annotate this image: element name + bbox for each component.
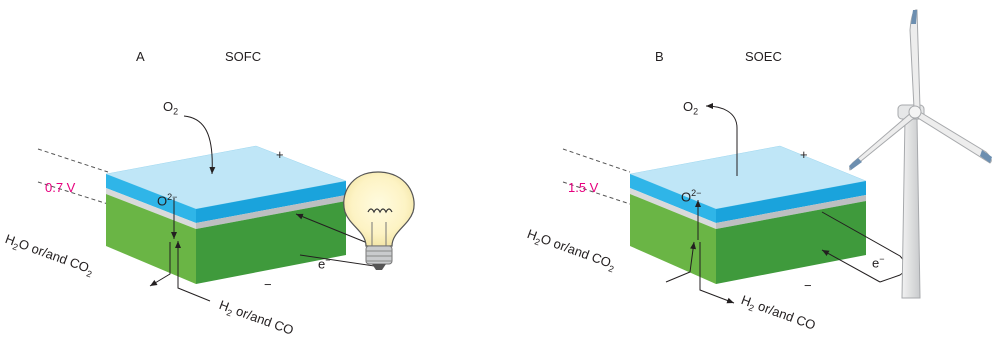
electrolyte-side-b [716, 195, 866, 229]
plus-terminal-a: + [276, 147, 284, 162]
anode-side-a [196, 201, 346, 284]
minus-terminal-a: − [264, 277, 272, 292]
panel-letter-a: A [136, 49, 145, 64]
exhaust-arrow-a [149, 242, 171, 287]
electrolyte-side-a [196, 195, 346, 229]
minus-terminal-b: − [804, 278, 812, 293]
o2-arrow-a [183, 115, 216, 175]
cell-b [562, 103, 906, 304]
electron-return-b [821, 249, 881, 283]
panel-letter-b: B [655, 49, 664, 64]
wind-turbine-icon [849, 9, 992, 299]
cathode-front-b [630, 174, 716, 223]
top-gas-label-a: O2 [163, 99, 179, 117]
electrolyte-front-b [630, 188, 716, 229]
ion-label-b: O2− [681, 188, 702, 205]
panel-title-a: SOFC [225, 49, 262, 64]
voltage-guide-top-b [562, 148, 631, 173]
voltage-label-b: 1.5 V [568, 180, 599, 195]
o2-arrow-b [705, 103, 738, 176]
voltage-guide-bottom-b [562, 181, 631, 205]
cell-a [37, 115, 379, 302]
anode-side-b [716, 201, 866, 284]
ion-label-a: O2− [157, 192, 178, 209]
anode-front-b [630, 194, 716, 284]
voltage-guide-bottom-a [37, 181, 109, 205]
cathode-side-b [716, 181, 866, 223]
electron-label-a: e− [318, 255, 331, 272]
feed-arrow-b [665, 241, 697, 283]
product-arrow-b [699, 242, 735, 304]
light-bulb-icon [343, 171, 415, 270]
fuel-arrow-a [175, 241, 211, 302]
plus-terminal-b: + [800, 147, 808, 162]
electron-label-b: e− [872, 254, 885, 271]
panel-title-b: SOEC [745, 49, 782, 64]
top-gas-label-b: O2 [683, 99, 699, 117]
anode-front-a [106, 194, 196, 284]
voltage-label-a: 0.7 V [45, 180, 76, 195]
cathode-side-a [196, 181, 346, 223]
electron-return-a [295, 213, 371, 245]
voltage-guide-top-a [37, 148, 109, 173]
